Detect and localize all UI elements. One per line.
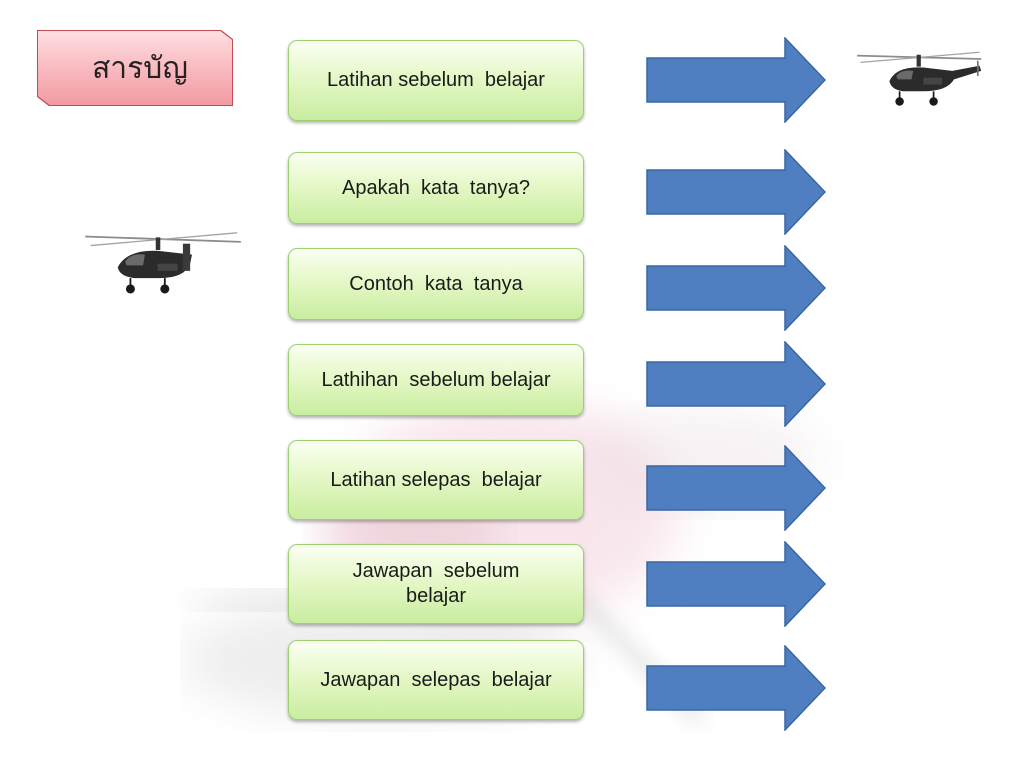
menu-label: Contoh kata tanya [349,272,523,295]
menu-button-jawapan-sebelum-belajar[interactable]: Jawapan sebelum belajar [288,544,584,624]
right-arrow-icon[interactable] [646,645,826,731]
right-arrow-icon[interactable] [646,149,826,235]
menu-button-jawapan-selepas-belajar[interactable]: Jawapan selepas belajar [288,640,584,720]
menu-button-latihan-sebelum-belajar[interactable]: Latihan sebelum belajar [288,40,584,121]
helicopter-icon [857,51,982,106]
right-arrow-icon[interactable] [646,445,826,531]
menu-button-apakah-kata-tanya[interactable]: Apakah kata tanya? [288,152,584,224]
title-tag [38,31,232,105]
menu-label: Jawapan sebelum belajar [352,560,520,607]
menu-button-lathihan-sebelum-belajar[interactable]: Lathihan sebelum belajar [288,344,584,416]
menu-button-latihan-selepas-belajar[interactable]: Latihan selepas belajar [288,440,584,520]
slide-title: สารบัญ [92,51,188,86]
right-arrow-icon[interactable] [646,245,826,331]
menu-label: Jawapan selepas belajar [320,668,552,691]
menu-label: Latihan sebelum belajar [327,69,545,91]
helicopter-icon [85,232,241,294]
right-arrow-icon[interactable] [646,541,826,627]
right-arrow-icon[interactable] [646,341,826,427]
menu-label: Lathihan sebelum belajar [321,368,551,391]
menu-button-contoh-kata-tanya[interactable]: Contoh kata tanya [288,248,584,320]
menu-label: Apakah kata tanya? [342,176,530,199]
right-arrow-icon[interactable] [646,37,826,123]
menu-label: Latihan selepas belajar [330,468,542,491]
